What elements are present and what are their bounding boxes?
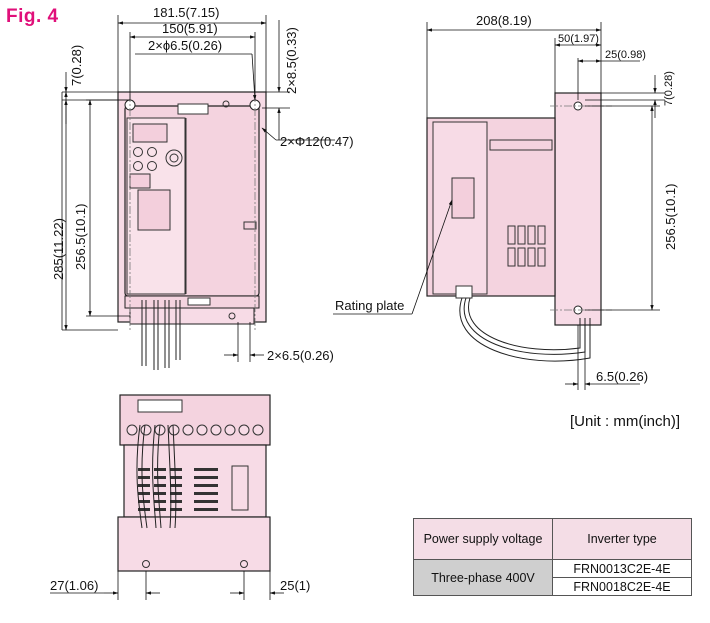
dim-side-top-offset: 7(0.28) xyxy=(663,71,675,106)
dim-front-big-hole: 2×Φ12(0.47) xyxy=(280,134,354,149)
dim-front-hole-diameter: 2×ϕ6.5(0.26) xyxy=(148,38,222,53)
rating-plate-label: Rating plate xyxy=(335,298,404,313)
dim-side-height-holes: 256.5(10.1) xyxy=(663,184,678,251)
side-view xyxy=(426,92,612,362)
dim-bottom-right-offset: 25(1) xyxy=(280,578,310,593)
dim-front-bottom-slots: 2×6.5(0.26) xyxy=(267,348,334,363)
dim-side-depth-flange: 25(0.98) xyxy=(605,49,646,61)
dim-front-height-holes: 256.5(10.1) xyxy=(73,204,88,271)
dim-front-height-overall: 285(11.22) xyxy=(51,218,66,280)
spec-header-type: Inverter type xyxy=(552,518,692,560)
dim-front-top-offset-left: 7(0.28) xyxy=(69,45,84,86)
spec-voltage-cell: Three-phase 400V xyxy=(413,559,553,596)
dim-bottom-left-offset: 27(1.06) xyxy=(50,578,98,593)
side-dimension-lines xyxy=(333,22,665,390)
unit-note: [Unit : mm(inch)] xyxy=(570,413,681,430)
front-view xyxy=(117,91,267,370)
spec-type-cell: FRN0013C2E-4E xyxy=(552,559,692,578)
bottom-view xyxy=(117,394,271,572)
spec-type-cell: FRN0018C2E-4E xyxy=(552,577,692,596)
dim-side-depth-front: 50(1.97) xyxy=(558,33,599,45)
front-dimension-lines xyxy=(61,15,335,362)
dim-front-width-overall: 181.5(7.15) xyxy=(153,5,220,20)
dim-front-width-holes: 150(5.91) xyxy=(162,21,218,36)
bottom-dimension-lines xyxy=(50,571,284,600)
spec-table: Power supply voltage Inverter type Three… xyxy=(413,518,692,596)
spec-header-voltage: Power supply voltage xyxy=(413,518,553,560)
dim-side-depth-overall: 208(8.19) xyxy=(476,13,532,28)
dim-side-flange-thickness: 6.5(0.26) xyxy=(596,369,648,384)
figure-title: Fig. 4 xyxy=(6,6,59,27)
dim-front-top-offset-right: 2×8.5(0.33) xyxy=(284,27,299,94)
